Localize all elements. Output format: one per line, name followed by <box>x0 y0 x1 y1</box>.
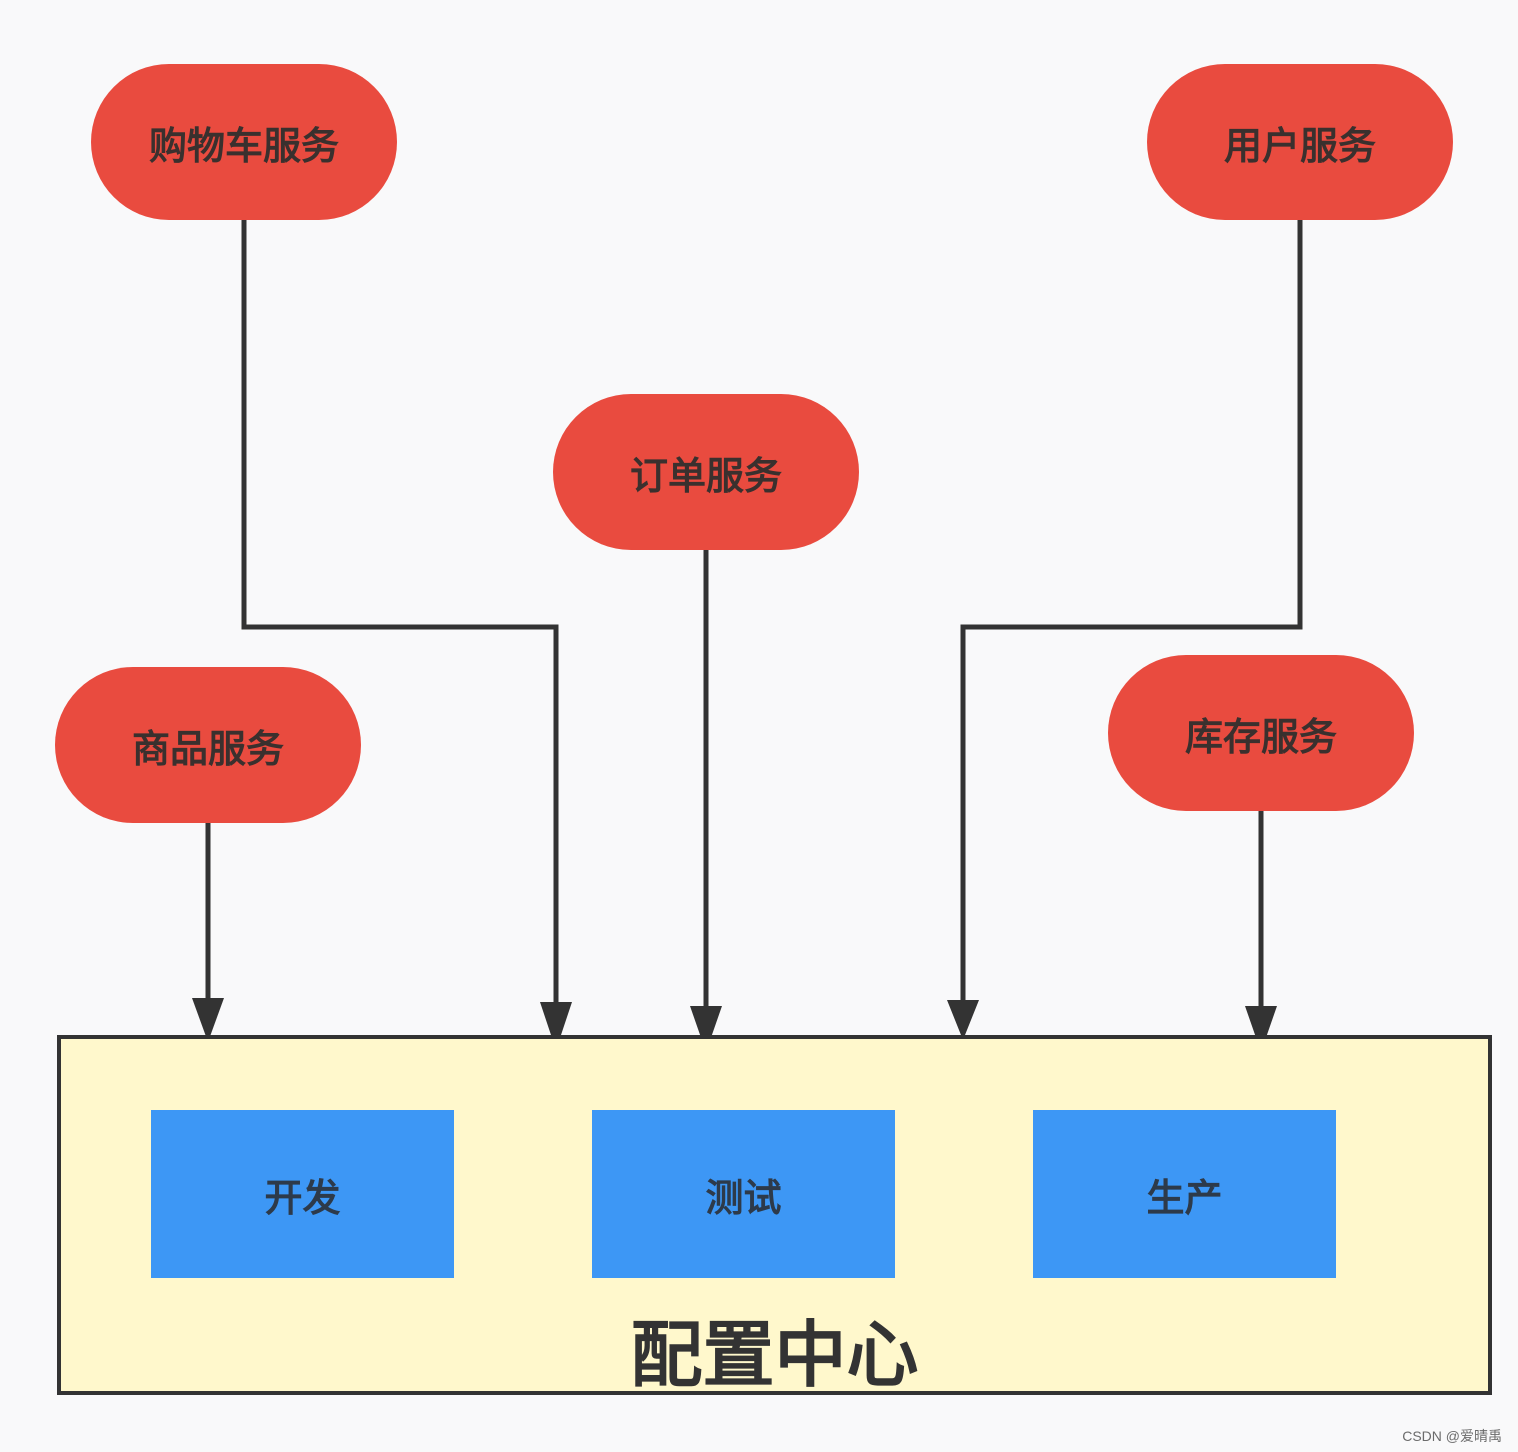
env-test-box: 测试 <box>592 1110 895 1278</box>
node-cart-service: 购物车服务 <box>91 64 397 220</box>
node-inventory-service: 库存服务 <box>1108 655 1414 811</box>
node-user-service: 用户服务 <box>1147 64 1453 220</box>
config-center-title: 配置中心 <box>630 1313 919 1397</box>
node-cart-service-label: 购物车服务 <box>148 123 339 168</box>
edge-order-to-config <box>690 548 722 1052</box>
node-product-service: 商品服务 <box>55 667 361 823</box>
node-product-service-label: 商品服务 <box>131 726 284 771</box>
edge-inventory-to-config <box>1245 810 1277 1052</box>
edge-user-to-config <box>947 218 1303 1040</box>
env-test-label: 测试 <box>705 1175 782 1220</box>
env-prod-label: 生产 <box>1146 1175 1223 1220</box>
env-dev-box: 开发 <box>151 1110 454 1278</box>
watermark-text: CSDN @爱晴禹 <box>1402 1428 1502 1444</box>
env-dev-label: 开发 <box>264 1175 341 1220</box>
node-user-service-label: 用户服务 <box>1223 123 1376 168</box>
env-prod-box: 生产 <box>1033 1110 1336 1278</box>
edge-cart-to-config <box>241 218 572 1050</box>
node-inventory-service-label: 库存服务 <box>1184 714 1337 759</box>
node-order-service: 订单服务 <box>553 394 859 550</box>
edge-product-to-config <box>192 822 224 1042</box>
node-order-service-label: 订单服务 <box>629 453 782 498</box>
